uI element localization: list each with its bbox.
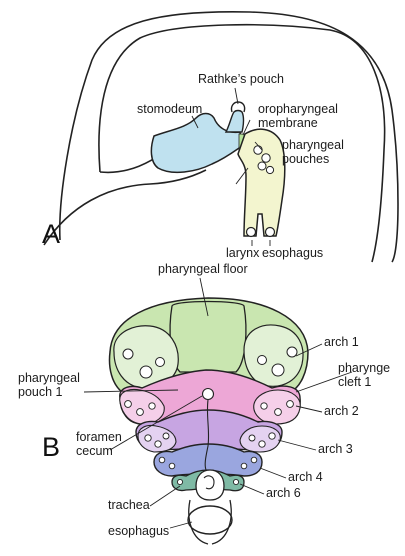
label-oropharyngeal-line2: membrane [258, 116, 318, 130]
head-outline [58, 10, 399, 263]
pharyngeal-pouch-1 [253, 145, 263, 155]
brain-outline [98, 23, 386, 263]
arch-1-dot [286, 346, 298, 358]
mandible-outline [43, 169, 207, 246]
stomodeum-shape [150, 112, 243, 174]
label-pharyngeal-cleft-line2: cleft 1 [338, 375, 371, 389]
arch-3-dot [268, 432, 276, 440]
panel-letter-a: A [42, 219, 60, 249]
label-pharyngeal-pouch-line2: pouch 1 [18, 385, 63, 399]
arch-2-dot [124, 400, 132, 408]
pharyngeal-pouch-3 [257, 161, 267, 171]
arch-4-dot [158, 456, 166, 464]
label-rathkes-pouch: Rathke’s pouch [198, 72, 284, 86]
arch-2-dot [286, 400, 294, 408]
arch-6-dot [232, 478, 240, 486]
arch-4-dot [240, 462, 248, 470]
label-pharyngeal-pouches-line2: pouches [282, 152, 329, 166]
arch-1-dot [122, 348, 134, 360]
arch-3-left-swelling [137, 424, 177, 453]
panel-b: pharyngeal floor arch 1 pharynge cleft 1… [18, 262, 390, 545]
arch-4-dot [250, 456, 258, 464]
esophagus-walls [188, 499, 232, 545]
label-arch-6: arch 6 [266, 486, 301, 500]
label-stomodeum: stomodeum [137, 102, 202, 116]
label-foramen-cecum-line1: foramen [76, 430, 122, 444]
label-pharyngeal-cleft-line1: pharynge [338, 361, 390, 375]
panel-letter-b: B [42, 432, 60, 462]
arch-4-dot [168, 462, 176, 470]
arch-3-dot [248, 434, 256, 442]
arch-6-dot [176, 478, 184, 486]
label-arch-1: arch 1 [324, 335, 359, 349]
label-foramen-cecum-line2: cecum [76, 444, 113, 458]
rathkes-pouch-shape [224, 109, 245, 133]
label-oropharyngeal-line1: oropharyngeal [258, 102, 338, 116]
arch-1-left-swelling [113, 325, 179, 389]
pharyngeal-pouch-4 [265, 165, 275, 175]
label-larynx: larynx [226, 246, 260, 260]
label-arch-4: arch 4 [288, 470, 323, 484]
foramen-cecum [201, 387, 215, 401]
panel-a: Rathke’s pouch stomodeum oropharyngeal m… [42, 10, 399, 263]
arch-1-dot [139, 365, 153, 379]
arch-2-dot [274, 408, 282, 416]
arch-3-dot [154, 440, 162, 448]
arch-3-dot [258, 440, 266, 448]
pharynx-shape [237, 128, 286, 237]
label-pharyngeal-pouch-line1: pharyngeal [18, 371, 80, 385]
arch-2-dot [136, 408, 144, 416]
larynx-opening [245, 226, 257, 238]
laryngeal-slit [203, 475, 215, 490]
arch-1-dot [271, 363, 285, 377]
arch-2-left-swelling [119, 388, 165, 425]
arch-3-dot [162, 432, 170, 440]
label-esophagus-b: esophagus [108, 524, 169, 538]
pharyngeal-pouch-2 [261, 153, 271, 163]
arch-2-dot [260, 402, 268, 410]
arch-3-dot [144, 434, 152, 442]
arch-2-dot [148, 402, 156, 410]
label-pharyngeal-floor: pharyngeal floor [158, 262, 248, 276]
pharyngeal-floor-bulge [169, 300, 247, 373]
label-arch-2: arch 2 [324, 404, 359, 418]
arch-1-dot [257, 355, 267, 365]
esophagus-opening [264, 226, 276, 238]
label-pharyngeal-pouches-line1: pharyngeal [282, 138, 344, 152]
midline-groove [204, 399, 210, 471]
esophagus-tube [187, 505, 233, 535]
arch-1-dot [155, 357, 165, 367]
label-arch-3: arch 3 [318, 442, 353, 456]
label-trachea: trachea [108, 498, 150, 512]
label-esophagus-a: esophagus [262, 246, 323, 260]
laryngeal-opening [195, 469, 225, 501]
